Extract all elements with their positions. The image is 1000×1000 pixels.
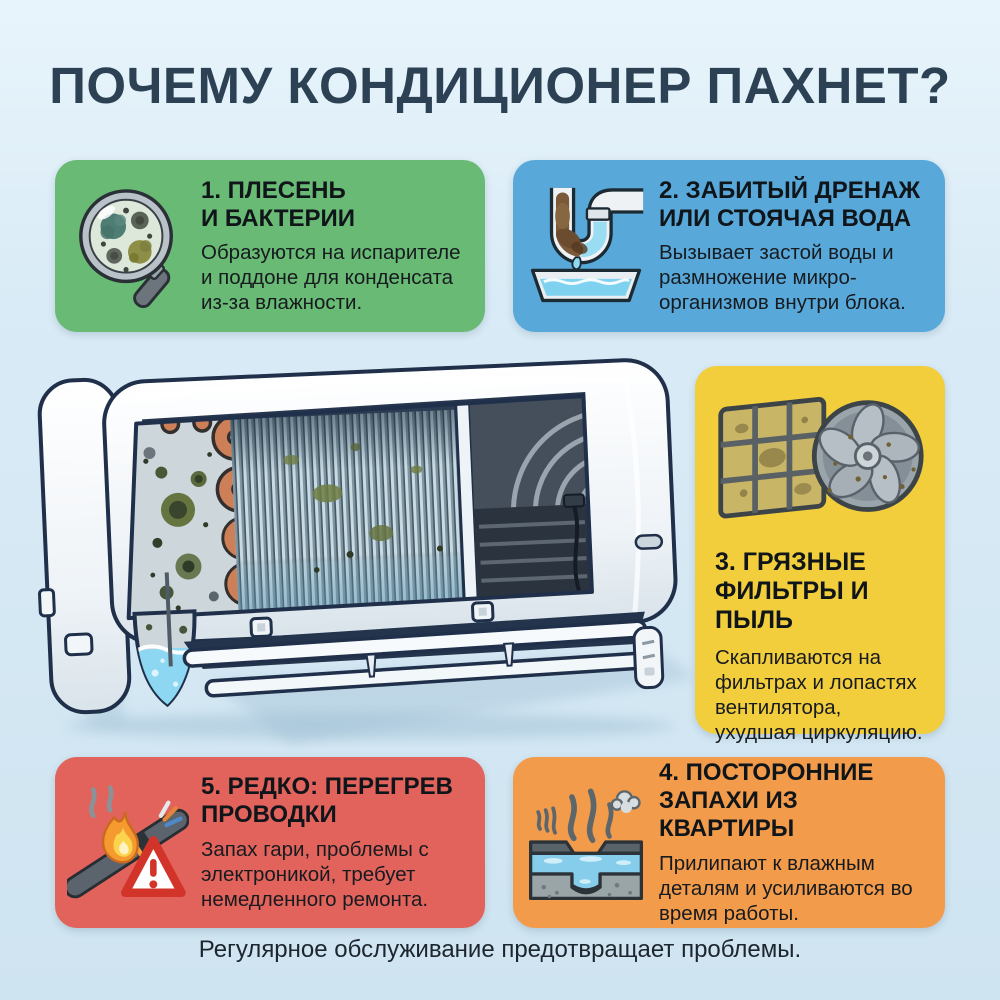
dirty-filter-fan-icon — [718, 397, 924, 519]
air-conditioner-cutaway-illustration — [37, 358, 695, 744]
ac-unit — [37, 358, 678, 715]
card-drain-heading-line2: ИЛИ СТОЯЧАЯ ВОДА — [659, 204, 912, 232]
card-filters-body: Скапливаются на фильтрах и лопастях вент… — [715, 646, 923, 744]
card-filters-heading-line1: 3. ГРЯЗНЫЕ — [715, 548, 866, 576]
dirty-filter-grid — [718, 397, 827, 519]
footer-note: Регулярное обслуживание предотвращает пр… — [198, 936, 802, 963]
air-louvers — [182, 611, 665, 698]
right-ledge — [596, 839, 644, 855]
card-dirty-filters: 3. ГРЯЗНЫЕ ФИЛЬТРЫ И ПЫЛЬ Скапливаются н… — [695, 366, 945, 744]
card-odors-heading-line1: 4. ПОСТОРОННИЕ — [659, 759, 874, 787]
card-mold-bacteria: 1. ПЛЕСЕНЬ И БАКТЕРИИ Образуются на испа… — [55, 160, 485, 332]
wire-strands — [158, 800, 183, 827]
flame — [101, 811, 139, 864]
fan-blower — [469, 396, 593, 609]
card-drain-heading: 2. ЗАБИТЫЙ ДРЕНАЖ ИЛИ СТОЯЧАЯ ВОДА — [659, 177, 927, 233]
card-mold-icon-box — [67, 180, 189, 312]
card-mold-body: Образуются на испарителе и поддоне для к… — [201, 241, 461, 315]
smell-cloud — [610, 789, 641, 813]
card-drain-body: Вызывает застой воды и размножение микро… — [659, 241, 906, 315]
card-wiring-heading: 5. РЕДКО: ПЕРЕГРЕВ ПРОВОДКИ — [201, 773, 467, 829]
smell-waves — [536, 788, 614, 843]
ac-illustration-wrap — [30, 352, 695, 752]
card-wiring-heading-line2: ПРОВОДКИ — [201, 801, 337, 828]
mold-spots — [143, 447, 219, 611]
card-filters-icon-box — [715, 382, 925, 534]
card-wiring-heading-line1: 5. РЕДКО: ПЕРЕГРЕВ — [201, 773, 453, 801]
indicator-slot — [634, 533, 664, 550]
cutaway-frame — [126, 394, 594, 621]
card-mold-heading-line1: 1. ПЛЕСЕНЬ — [201, 176, 346, 204]
card-mold-heading: 1. ПЛЕСЕНЬ И БАКТЕРИИ — [201, 177, 467, 233]
card-odors-text: 4. ПОСТОРОННИЕ ЗАПАХИ ИЗ КВАРТИРЫ Прилип… — [659, 759, 927, 925]
left-ledge — [528, 839, 576, 855]
card-wiring-overheat: 5. РЕДКО: ПЕРЕГРЕВ ПРОВОДКИ Запах гари, … — [55, 757, 485, 928]
dirty-fan — [811, 400, 924, 512]
clogged-drain-pipe-icon — [530, 187, 644, 303]
card-foreign-odors: 4. ПОСТОРОННИЕ ЗАПАХИ ИЗ КВАРТИРЫ Прилип… — [513, 757, 945, 928]
card-mold-text: 1. ПЛЕСЕНЬ И БАКТЕРИИ Образуются на испа… — [201, 177, 467, 316]
card-odors-icon-box — [525, 776, 647, 910]
burning-wire-warning-icon — [67, 784, 189, 898]
page-title: ПОЧЕМУ КОНДИЦИОНЕР ПАХНЕТ? — [49, 57, 951, 114]
card-drain-icon-box — [525, 180, 647, 312]
card-mold-heading-line2: И БАКТЕРИИ — [201, 204, 356, 232]
magnifier-mold-icon — [79, 189, 173, 309]
right-cap-highlight — [621, 371, 641, 613]
card-filters-heading-line2: ФИЛЬТРЫ И ПЫЛЬ — [715, 577, 869, 634]
card-odors-heading: 4. ПОСТОРОННИЕ ЗАПАХИ ИЗ КВАРТИРЫ — [659, 759, 927, 842]
card-wiring-body: Запах гари, проблемы с электроникой, тре… — [201, 837, 429, 911]
card-wiring-text: 5. РЕДКО: ПЕРЕГРЕВ ПРОВОДКИ Запах гари, … — [201, 773, 467, 912]
card-drain-heading-line1: 2. ЗАБИТЫЙ ДРЕНАЖ — [659, 176, 921, 204]
evaporator-fins — [229, 397, 465, 618]
card-filters-heading: 3. ГРЯЗНЫЕ ФИЛЬТРЫ И ПЫЛЬ — [715, 548, 925, 635]
wet-surface-smell-icon — [528, 788, 644, 900]
card-wiring-icon-box — [67, 776, 189, 910]
ac-cutaway-interior — [119, 396, 593, 619]
card-odors-body: Прилипают к влажным деталям и усиливаютс… — [659, 851, 913, 925]
card-clogged-drain: 2. ЗАБИТЫЙ ДРЕНАЖ ИЛИ СТОЯЧАЯ ВОДА Вызыв… — [513, 160, 945, 332]
card-odors-heading-line2: ЗАПАХИ ИЗ КВАРТИРЫ — [659, 787, 798, 842]
card-drain-text: 2. ЗАБИТЫЙ ДРЕНАЖ ИЛИ СТОЯЧАЯ ВОДА Вызыв… — [659, 177, 927, 316]
warning-triangle — [120, 835, 186, 897]
